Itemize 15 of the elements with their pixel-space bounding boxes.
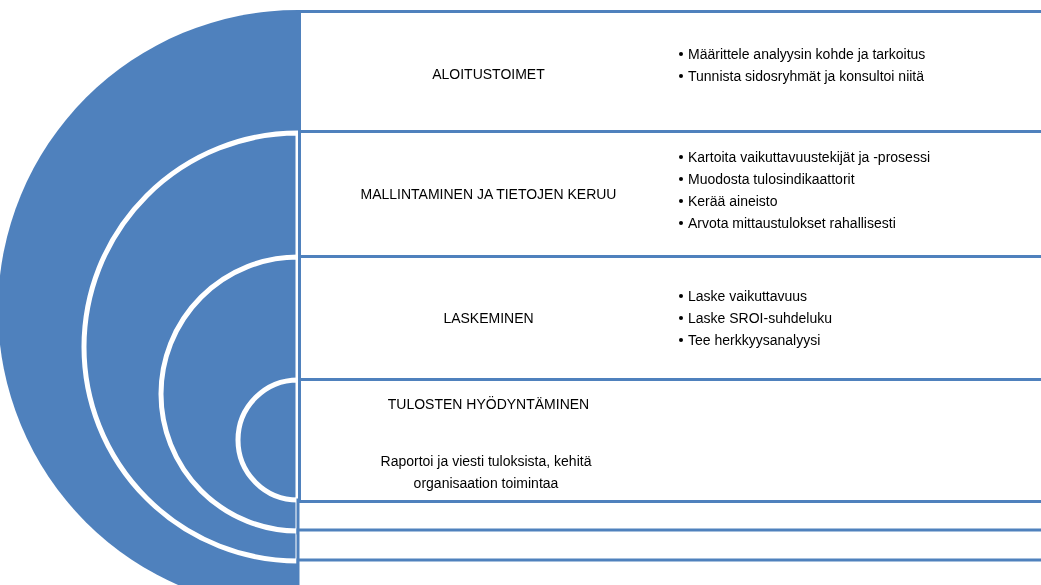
bullet-item: Tunnista sidosryhmät ja konsultoi niitä [688,67,925,86]
bullet-item: Laske SROI-suhdeluku [688,309,832,328]
bullet-item: Arvota mittaustulokset rahallisesti [688,214,896,233]
stage-description: Raportoi ja viesti tuloksista, kehitä organisaation toimintaa [379,452,593,493]
bullet-item: Kartoita vaikuttavuustekijät ja -prosessi [688,148,930,167]
stage-title: LASKEMINEN [442,310,535,326]
bullet-item: Määrittele analyysin kohde ja tarkoitus [688,45,926,64]
stage-title: MALLINTAMINEN JA TIETOJEN KERUU [359,186,618,202]
bullet-item: Muodosta tulosindikaattorit [688,170,855,189]
stage-band [298,10,1041,133]
bullet-item: Laske vaikuttavuus [688,287,808,306]
bullet-item: Kerää aineisto [688,192,778,211]
stage-title: ALOITUSTOIMET [431,66,546,82]
bullet-item: Tee herkkyysanalyysi [688,331,821,350]
stage-title: TULOSTEN HYÖDYNTÄMINEN [386,396,591,412]
